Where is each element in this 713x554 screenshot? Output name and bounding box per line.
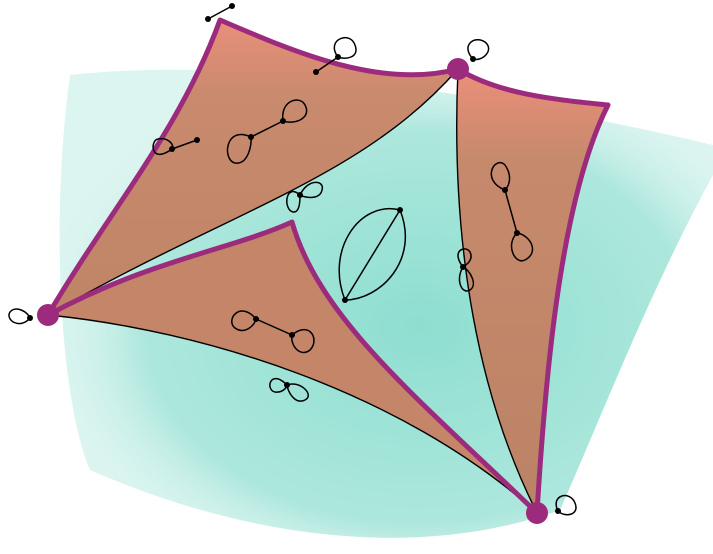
loop-graph-icon xyxy=(8,308,33,325)
vertex-top xyxy=(447,58,469,80)
edge-right-inner xyxy=(456,68,538,514)
boundary-top-left xyxy=(45,17,461,318)
barbell-graph-icon xyxy=(226,99,308,164)
barbell-graph-icon xyxy=(231,310,315,354)
vertex-bottom-right xyxy=(526,502,548,524)
boundary-bottom-inner xyxy=(45,219,540,516)
one-edge-graph-icon xyxy=(205,3,235,22)
edge-bottom-outer xyxy=(47,314,538,514)
vertex-left xyxy=(37,304,59,326)
edge-diagonal xyxy=(47,68,459,316)
boundary-right xyxy=(455,66,611,516)
face-right xyxy=(456,69,608,513)
figure-eight-graph-icon xyxy=(269,377,309,402)
tadpole-graph-icon xyxy=(313,36,357,75)
figure-eight-graph-icon xyxy=(457,248,475,292)
theta-graph-icon xyxy=(338,207,406,303)
face-top-left xyxy=(48,20,458,315)
loop-graph-icon xyxy=(555,494,577,516)
tadpole-graph-icon xyxy=(152,137,200,156)
barbell-graph-icon xyxy=(490,162,534,262)
face-bottom xyxy=(48,222,537,513)
loop-graph-icon xyxy=(467,38,490,62)
figure-eight-graph-icon xyxy=(286,181,323,213)
